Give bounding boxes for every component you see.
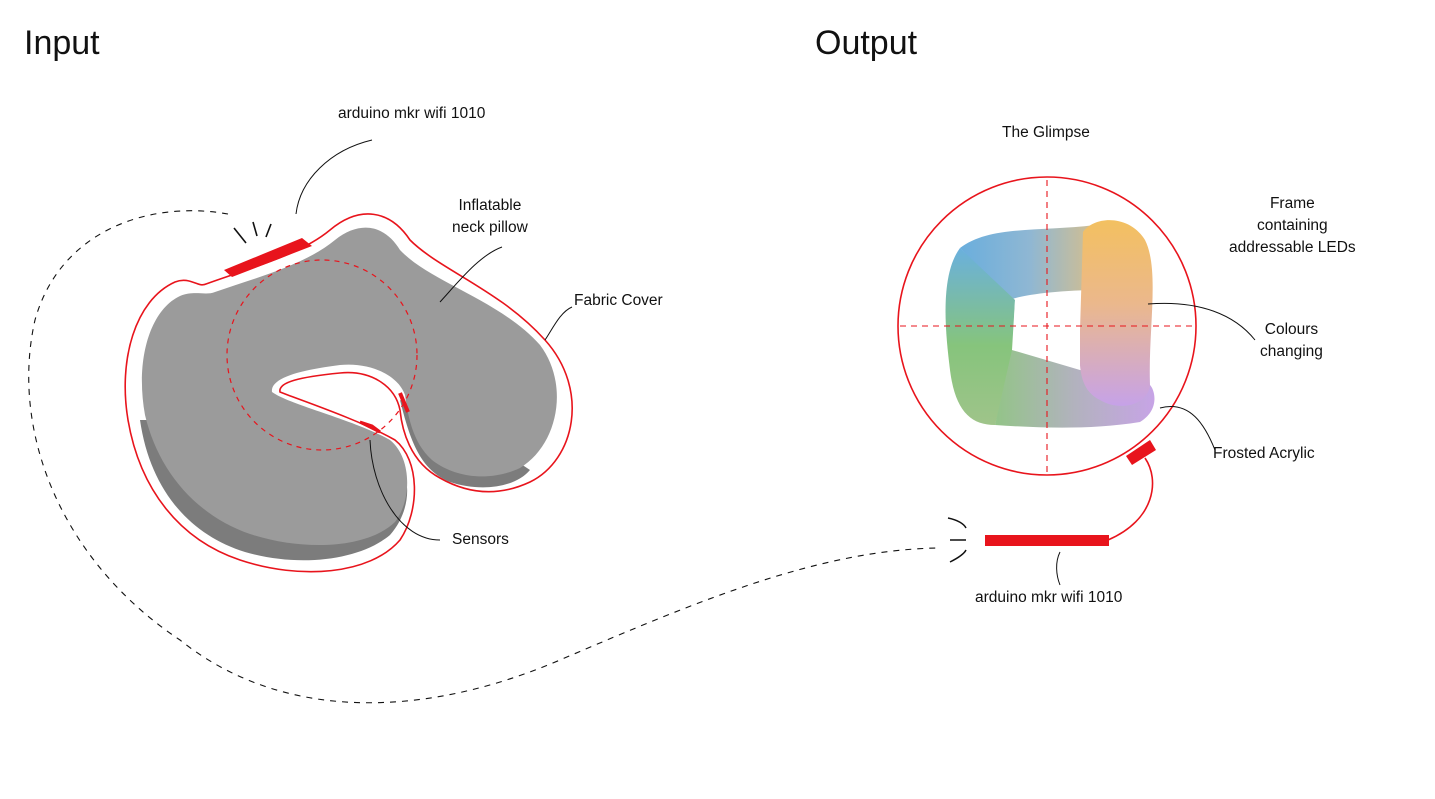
- leader-fabric-cover: [544, 306, 573, 341]
- internal-sensor-circle: [226, 259, 418, 451]
- sensor-strip-side: [398, 392, 410, 413]
- frosted-label: Frosted Acrylic: [1213, 445, 1315, 462]
- colours-label: Colours changing: [1260, 319, 1323, 363]
- led-frame-window: [1012, 297, 1080, 365]
- output-signal-icon: [947, 517, 967, 563]
- frame-label-line3: addressable LEDs: [1229, 239, 1356, 256]
- led-frame-left: [945, 248, 1015, 425]
- glimpse-label: The Glimpse: [1002, 124, 1090, 141]
- glimpse-frame-circle: [897, 176, 1197, 476]
- input-heading: Input: [24, 24, 100, 62]
- fabric-cover-outline: [124, 213, 573, 573]
- pillow-label-line2: neck pillow: [452, 219, 528, 236]
- colours-label-line2: changing: [1260, 343, 1323, 360]
- leader-frosted: [1159, 406, 1216, 451]
- output-arduino-board: [985, 535, 1109, 546]
- pillow-label: Inflatable neck pillow: [452, 195, 528, 239]
- input-arduino-board: [224, 238, 312, 277]
- frame-label-line1: Frame: [1269, 195, 1315, 212]
- leader-input-arduino: [295, 139, 373, 215]
- sensors-label: Sensors: [452, 531, 509, 548]
- leader-colours: [1147, 302, 1256, 341]
- pillow-label-line1: Inflatable: [458, 197, 522, 214]
- leader-sensors: [369, 439, 441, 541]
- fabric-cover-label: Fabric Cover: [574, 292, 663, 309]
- input-signal-icon: [233, 221, 272, 244]
- frame-label: Frame containing addressable LEDs: [1229, 193, 1356, 259]
- pillow-body: [141, 227, 557, 546]
- neck-pillow-illustration: [124, 213, 573, 573]
- output-heading: Output: [815, 24, 918, 62]
- glimpse-connector: [1126, 440, 1156, 465]
- led-frame-right: [1079, 220, 1153, 406]
- sensor-strip-inner: [359, 420, 381, 434]
- frame-label-line2: containing: [1257, 217, 1328, 234]
- glimpse-illustration: [897, 176, 1197, 563]
- leader-pillow: [439, 246, 503, 303]
- input-arduino-label: arduino mkr wifi 1010: [338, 105, 486, 122]
- output-arduino-label: arduino mkr wifi 1010: [975, 589, 1123, 606]
- leader-output-arduino: [1056, 551, 1061, 586]
- output-cable: [1107, 457, 1154, 541]
- colours-label-line1: Colours: [1264, 321, 1319, 338]
- led-frame-bottom: [995, 350, 1155, 428]
